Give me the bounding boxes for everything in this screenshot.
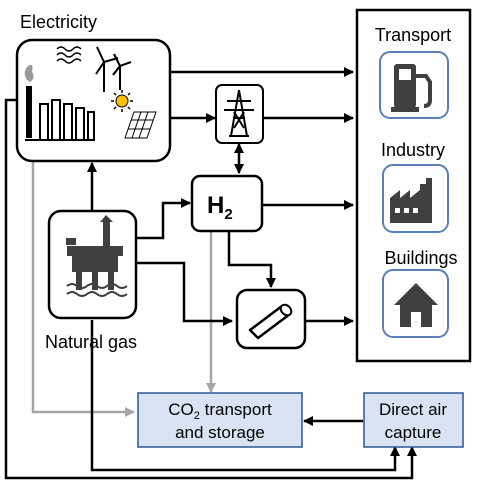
dac-label-line1: Direct air	[379, 400, 447, 419]
energy-flow-lines	[4, 67, 417, 480]
solar-panel-icon	[124, 111, 157, 139]
power-grid-node	[215, 84, 264, 144]
smokestack-icon	[24, 64, 34, 138]
buildings-label: Buildings	[384, 248, 457, 268]
hydrogen-node: H2	[190, 174, 264, 233]
factory-building-icon	[382, 164, 449, 233]
end-use-sectors-frame	[355, 8, 472, 363]
pipeline-icon	[248, 303, 293, 340]
co2-storage-label-line2: and storage	[175, 423, 265, 442]
house-icon	[382, 269, 449, 338]
fuel-pump-icon	[379, 51, 449, 119]
electricity-label: Electricity	[20, 12, 97, 32]
factory-icon	[25, 99, 95, 141]
electricity-node	[15, 38, 172, 163]
co2-storage-node: CO2 transport and storage	[137, 392, 303, 448]
wind-turbine-icon	[95, 46, 132, 92]
oil-rig-icon	[66, 215, 128, 297]
natural-gas-label: Natural gas	[45, 332, 137, 352]
power-pylon-icon	[224, 89, 254, 137]
co2-storage-label-line1: CO2 transport	[168, 400, 272, 422]
sun-icon	[111, 90, 133, 112]
direct-air-capture-node: Direct air capture	[363, 392, 464, 448]
industry-label: Industry	[381, 140, 445, 160]
transport-label: Transport	[375, 25, 451, 45]
hydrogen-label: H2	[207, 192, 233, 223]
waves-icon	[56, 46, 82, 64]
natural-gas-node	[47, 209, 138, 320]
co2-flow-lines	[31, 160, 216, 417]
dac-label-line2: capture	[385, 423, 442, 442]
pipeline-node	[235, 288, 307, 350]
